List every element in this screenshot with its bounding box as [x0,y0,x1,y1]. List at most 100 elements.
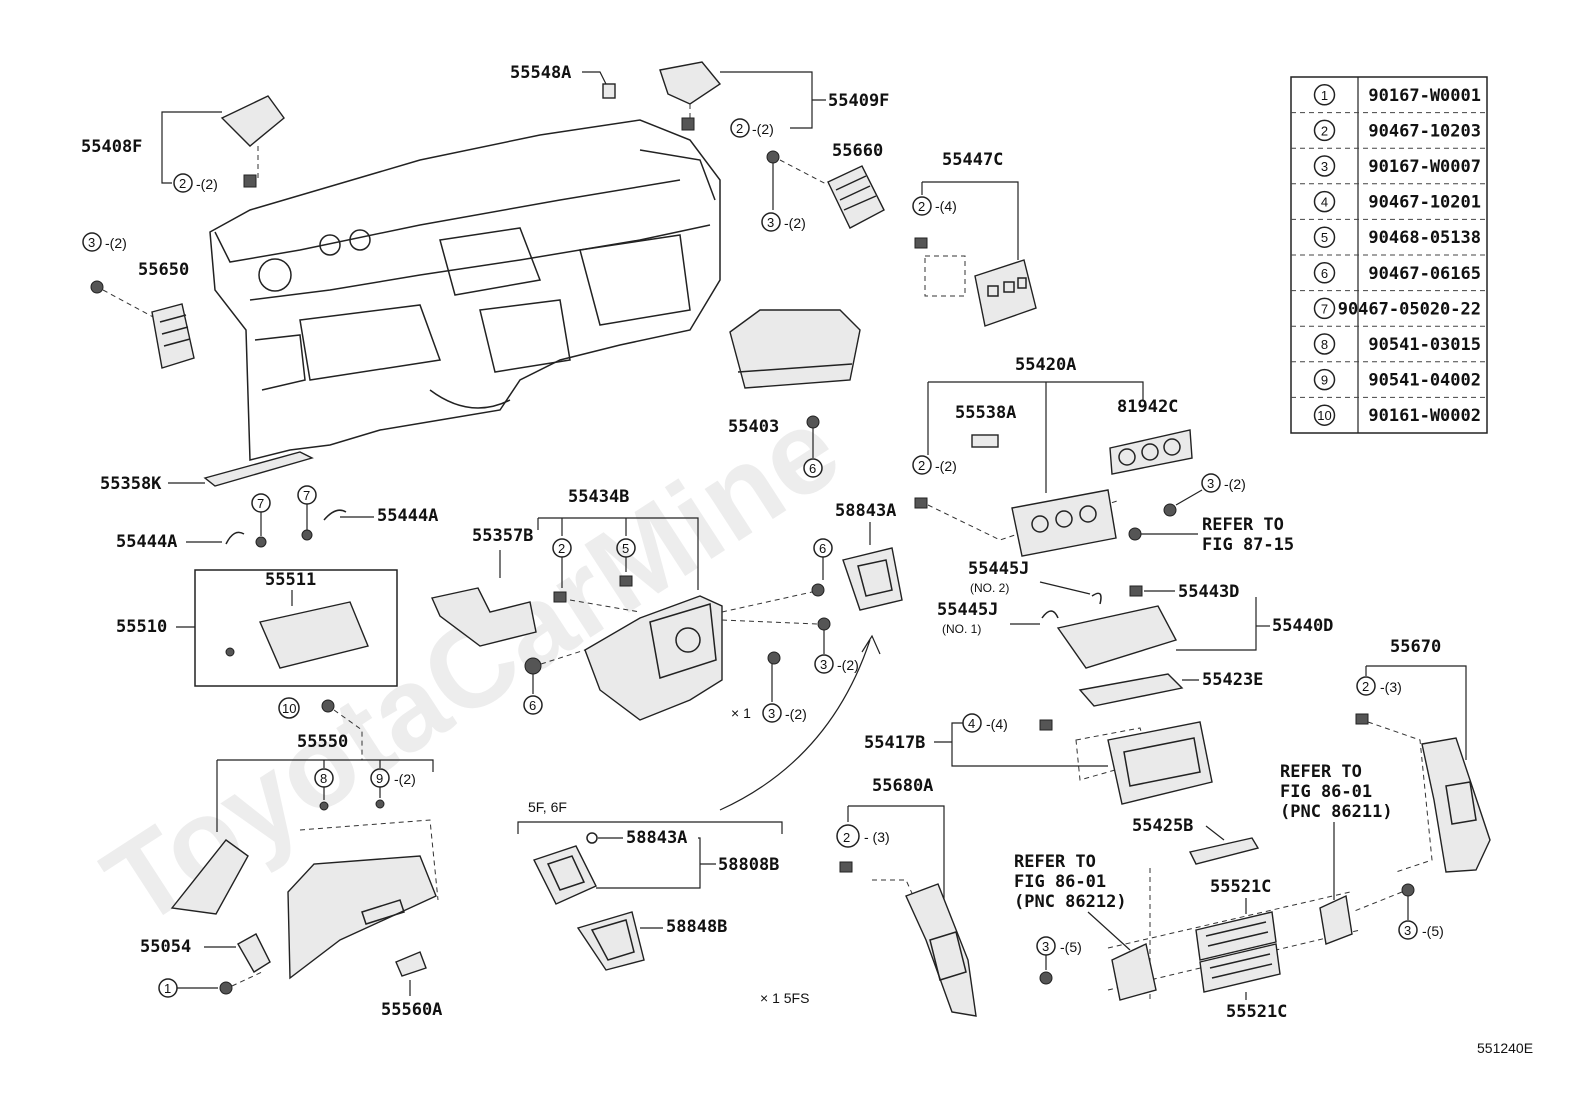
part-55408F-cap [220,95,285,147]
table-row-number: 10 [1317,408,1331,423]
table-row-part: 90467-06165 [1368,264,1481,284]
callout-num: 6 [529,698,536,713]
label-55417B: 55417B [864,733,925,753]
table-row-part: 90467-05020-22 [1338,299,1481,319]
part-81942C-panel [1109,429,1193,475]
screw-icon [817,617,831,631]
callout-num: 2 [918,199,925,214]
part-55560A-lock [395,951,427,977]
callout-num: 2 [1362,679,1369,694]
part-55550-glove-box [287,855,437,980]
part-55660-vent [827,165,885,229]
label-55358K: 55358K [100,474,162,494]
callout-num: 3 [820,657,827,672]
part-55434B-console [584,595,723,721]
callout-circle [803,458,823,478]
clip-icon [914,497,928,509]
part-58808B-trim [533,845,597,905]
part-55423E-mat [1078,673,1184,707]
table-row-part: 90541-04002 [1368,371,1481,391]
table-row-circle [1313,368,1336,391]
leader-55417B [934,722,1108,767]
arrow-curve [719,639,871,811]
callout-num: 2 [918,458,925,473]
table-row-part: 90467-10203 [1368,121,1481,141]
label-55511: 55511 [265,570,316,590]
table-row-number: 1 [1321,88,1328,103]
refer-text: FIG 87-15 [1202,535,1294,555]
leader-55409F [720,71,826,129]
callout-qty: -(3) [1380,679,1402,695]
refer-text: FIG 86-01 [1014,872,1106,892]
label-55423E: 55423E [1202,670,1263,690]
part-55440D-lid [1056,605,1178,669]
part-55445J-spring [1091,592,1102,605]
variant-bracket [517,821,783,834]
clip-icon [1129,585,1143,597]
leader-55447C [922,181,1019,260]
screw-icon [1163,503,1177,517]
part-58843A-top [842,547,903,611]
clip-icon [839,861,853,873]
label-55444A: 55444A [377,506,438,526]
label-55054: 55054 [140,937,191,957]
refer-text: FIG 86-01 [1280,782,1372,802]
leader-55670 [1365,665,1467,760]
table-row-number: 2 [1321,123,1328,138]
qty-note: × 1 [731,705,751,721]
table-row-part: 90167-W0001 [1368,86,1481,106]
part-vent-bracket-left [1111,942,1157,1001]
clip-icon [914,237,928,249]
callout-qty: -(2) [105,235,127,251]
table-row-number: 6 [1321,266,1328,281]
callout-qty: -(2) [935,458,957,474]
note-no2: (NO. 2) [970,581,1009,595]
callout-num: 3 [768,706,775,721]
callout-num: 1 [164,981,171,996]
label-55670: 55670 [1390,637,1441,657]
screw-icon [90,280,104,294]
table-row-circle [1313,155,1336,177]
label-58843A: 58843A [835,501,896,521]
callout-qty: -(2) [752,121,774,137]
part-55444A-spring [225,531,245,545]
clip-icon [681,117,695,131]
part-vent-bracket-right [1319,894,1353,945]
leader-55434B [538,517,699,590]
callout-num: 2 [843,830,850,845]
screw-icon [806,415,820,429]
part-55550-liner [170,839,249,915]
leader-55680A [847,805,945,900]
callout-circle [1398,920,1418,940]
part-55358K-strip [203,451,314,487]
callout-circle [1201,473,1221,493]
label-55680A: 55680A [872,776,933,796]
callout-num: 2 [179,176,186,191]
label-55445J: 55445J [937,600,998,620]
screw-icon [255,536,267,548]
callout-circle [173,173,193,193]
label-55521C: 55521C [1210,877,1271,897]
table-row-number: 7 [1321,301,1328,316]
refer-text: (PNC 86212) [1014,892,1127,912]
part-55447C-switch [974,259,1037,327]
leader-55408F [161,111,222,184]
table-row-circle [1313,84,1336,106]
part-55670-panel [1421,737,1491,873]
label-55434B: 55434B [568,487,629,507]
table-row-circle [1313,404,1336,426]
callout-num: 3 [1042,939,1049,954]
clip-icon [1355,713,1369,725]
callout-qty: -(2) [196,176,218,192]
callout-circle [278,697,300,719]
leader-58808B [596,837,716,889]
part-55357B-cover [431,587,537,647]
part-55650-vent [151,303,195,369]
table-row-circle [1313,262,1336,284]
leader-55548A [582,71,607,85]
screw-icon [811,583,825,597]
part-55417B-bezel [1107,721,1213,805]
label-55357B: 55357B [472,526,533,546]
callout-num: 3 [88,235,95,250]
callout-circle [730,118,750,138]
